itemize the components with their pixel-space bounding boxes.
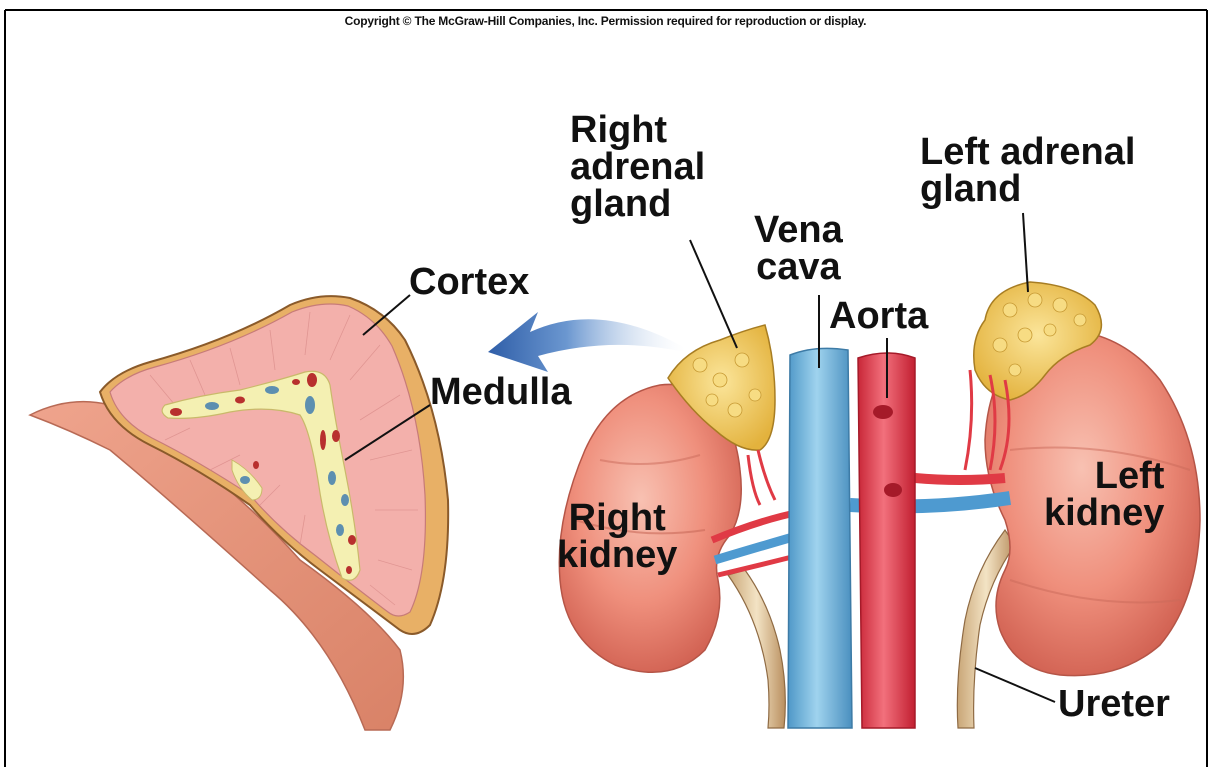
label-left-adrenal-gland: Left adrenal gland <box>920 134 1135 208</box>
adrenal-cross-section <box>30 295 448 730</box>
label-ureter: Ureter <box>1058 686 1170 723</box>
label-medulla: Medulla <box>430 374 571 411</box>
label-cortex: Cortex <box>409 264 529 301</box>
label-left-kidney-line-2: kidney <box>1044 495 1164 532</box>
label-left-adrenal-line-1: Left adrenal <box>920 134 1135 171</box>
magnify-arrow <box>488 312 685 372</box>
label-right-kidney: Right kidney <box>557 500 677 574</box>
label-right-adrenal-line-1: Right <box>570 112 705 149</box>
ureter-leader-line <box>975 668 1055 702</box>
label-right-kidney-line-1: Right <box>557 500 677 537</box>
label-left-adrenal-line-2: gland <box>920 171 1135 208</box>
label-right-adrenal-line-3: gland <box>570 186 705 223</box>
right-ureter <box>728 570 785 728</box>
label-left-kidney: Left kidney <box>1044 458 1164 532</box>
vena-cava <box>788 348 852 728</box>
label-vena-cava-line-1: Vena <box>754 212 843 249</box>
label-aorta: Aorta <box>829 298 928 335</box>
left-adrenal-leader-line <box>1023 213 1028 292</box>
label-left-kidney-line-1: Left <box>1044 458 1164 495</box>
label-vena-cava-line-2: cava <box>754 249 843 286</box>
label-vena-cava: Vena cava <box>754 212 843 286</box>
right-adrenal-leader-line <box>690 240 737 348</box>
label-right-adrenal-line-2: adrenal <box>570 149 705 186</box>
label-right-adrenal-gland: Right adrenal gland <box>570 112 705 223</box>
label-right-kidney-line-2: kidney <box>557 537 677 574</box>
